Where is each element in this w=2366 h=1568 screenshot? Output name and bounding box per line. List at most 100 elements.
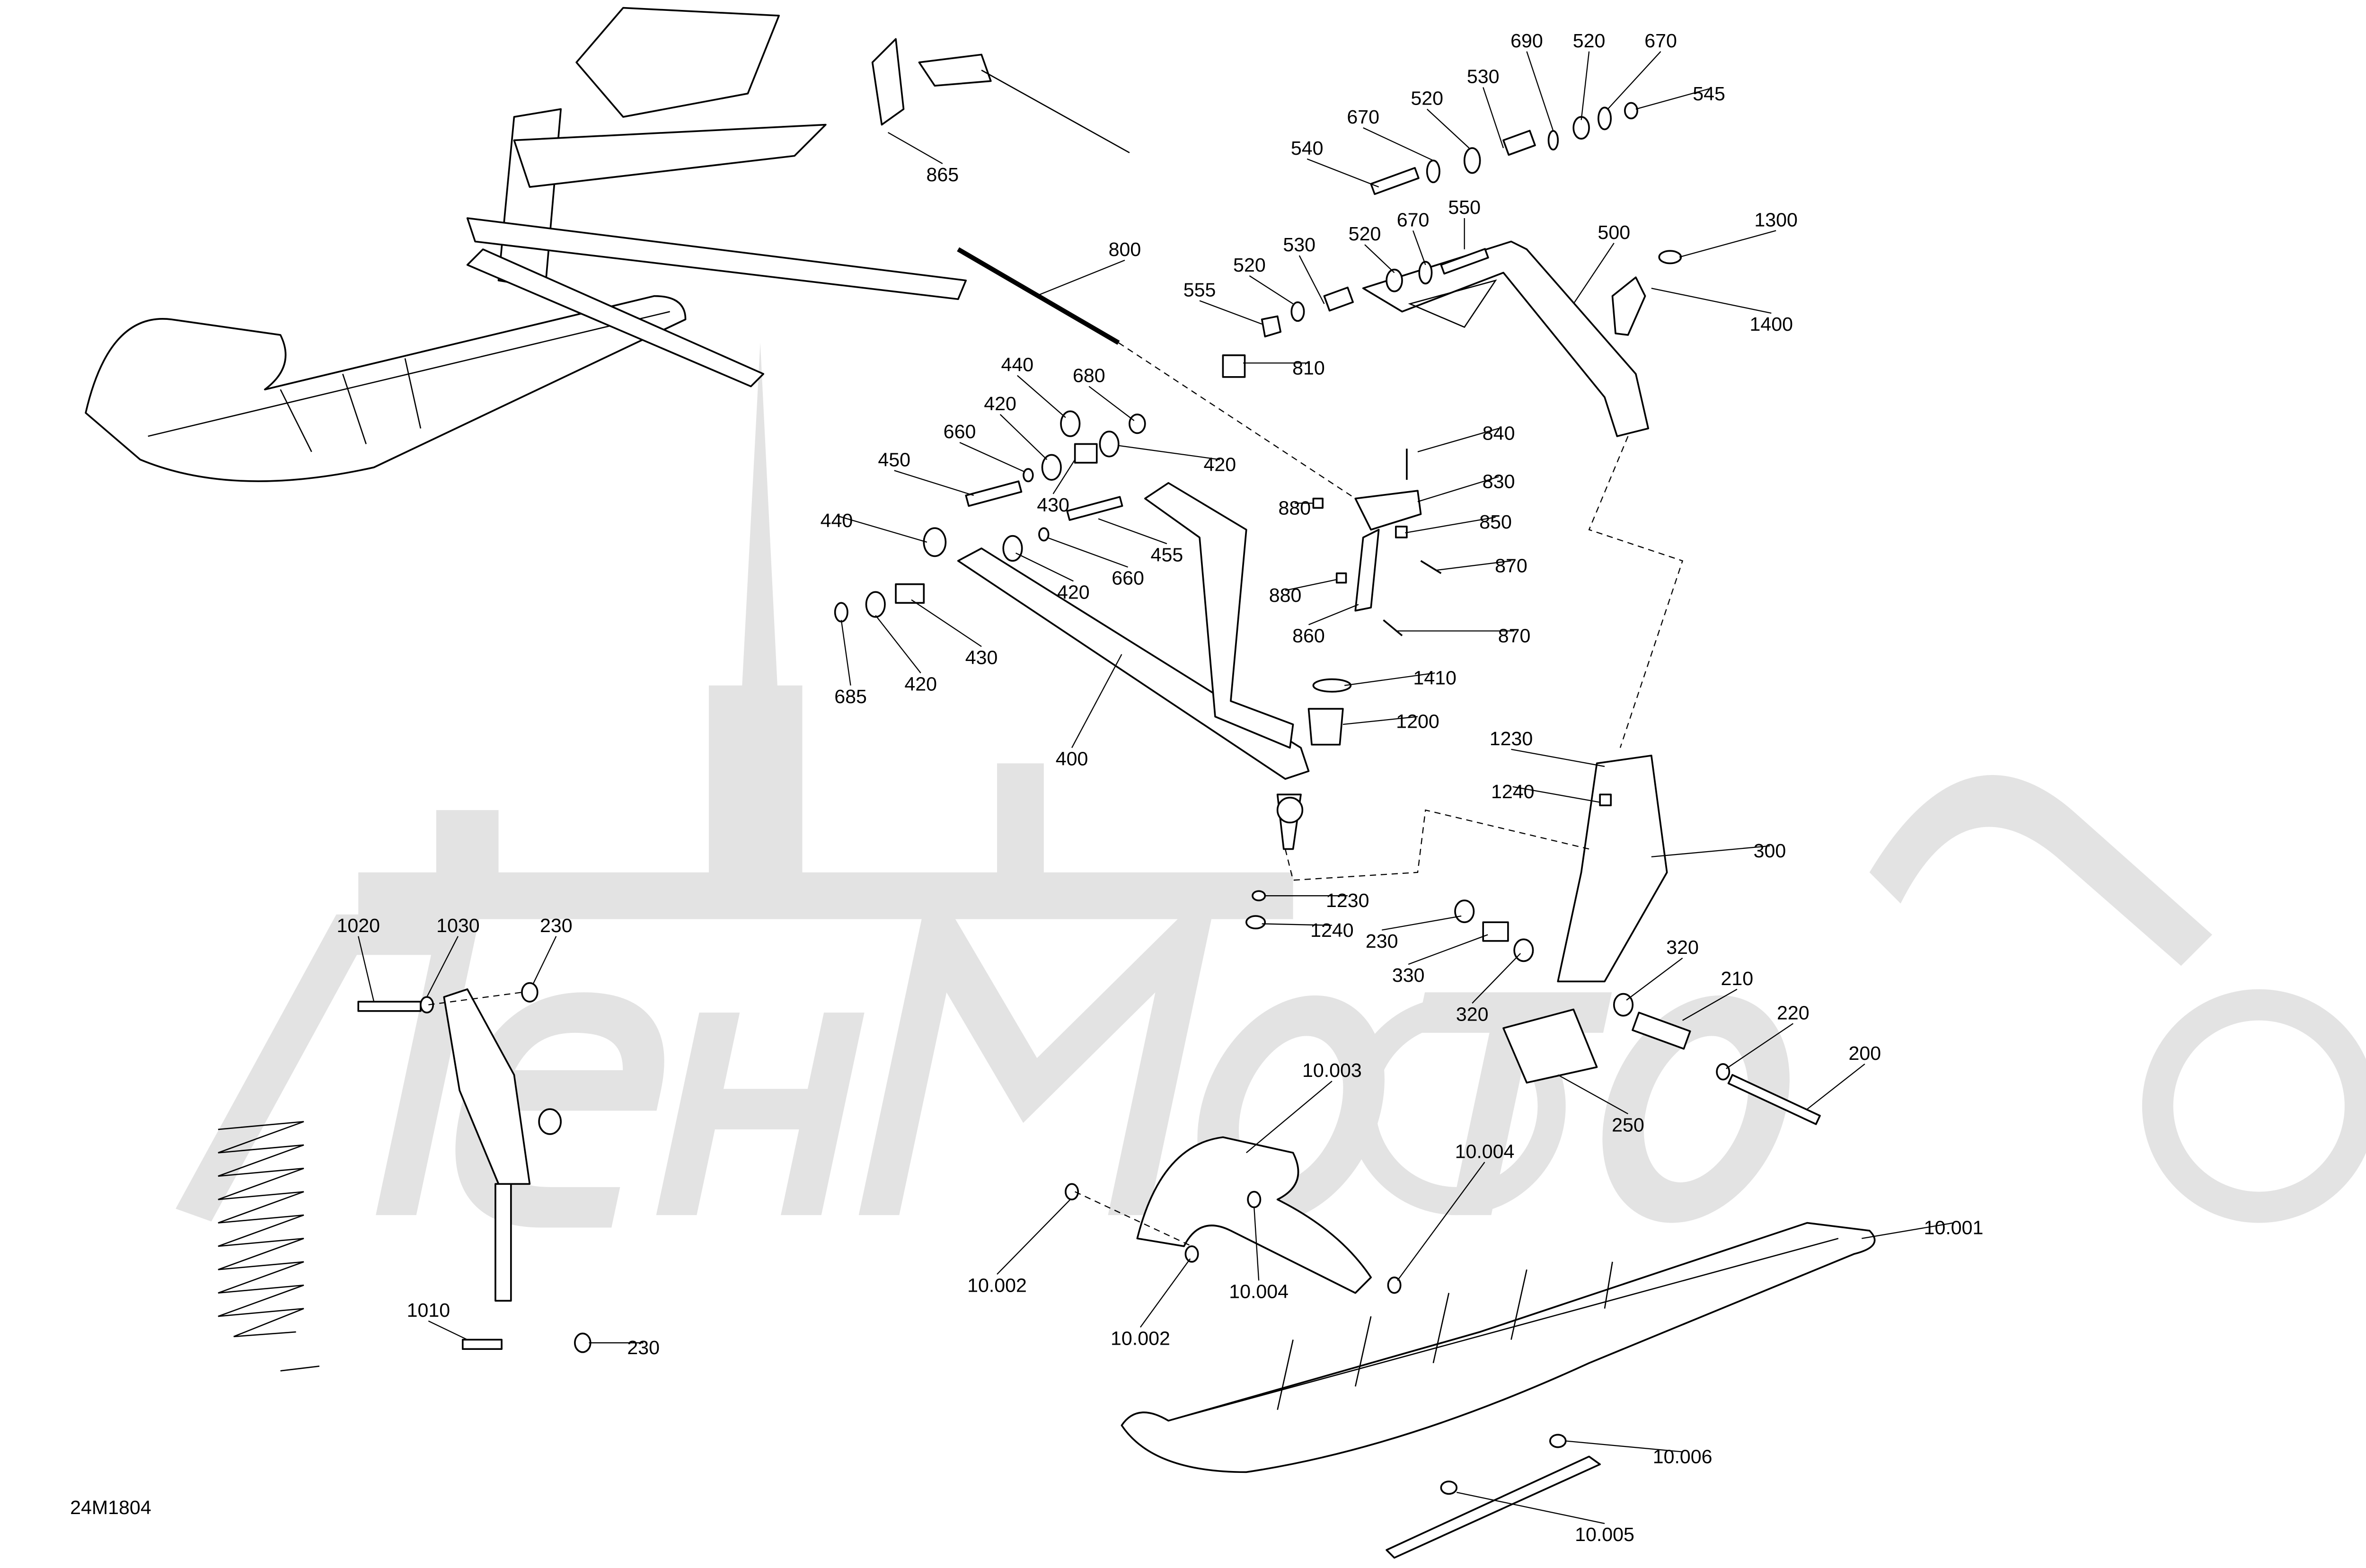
callout-label-300: 300 [1754, 840, 1786, 862]
callout-label-880: 880 [1269, 584, 1302, 606]
sway-bar-rod [957, 247, 1120, 345]
lower-hardware [834, 354, 1442, 746]
callout-label-1400: 1400 [1750, 313, 1793, 335]
watermark-logo [176, 343, 2366, 1228]
callout-label-200: 200 [1849, 1042, 1881, 1064]
callout-label-10-004: 10.004 [1455, 1140, 1515, 1162]
callout-leader-line [358, 936, 375, 1002]
callout-label-430: 430 [1037, 494, 1069, 516]
callout-label-880: 880 [1279, 497, 1311, 519]
callout-leader-line [1307, 158, 1379, 188]
callout-label-1410: 1410 [1413, 667, 1457, 688]
callout-label-680: 680 [1073, 365, 1105, 387]
drawing-code: 24M1804 [70, 1497, 151, 1518]
callout-leader-line [1526, 51, 1554, 132]
callout-label-530: 530 [1467, 66, 1500, 88]
callout-label-660: 660 [944, 421, 976, 442]
callout-leader-line [1071, 654, 1122, 748]
callout-leader-line [1679, 230, 1776, 258]
callout-leader-line [1426, 108, 1470, 149]
callout-label-870: 870 [1495, 555, 1527, 576]
callout-label-1020: 1020 [336, 915, 380, 936]
callout-label-670: 670 [1347, 106, 1379, 128]
callout-leader-line [1052, 459, 1076, 494]
callout-leader-line [1412, 230, 1426, 265]
callout-label-520: 520 [1349, 223, 1381, 245]
callout-label-860: 860 [1292, 625, 1325, 647]
callout-leader-line [532, 936, 557, 985]
callout-label-10-001: 10.001 [1924, 1217, 1984, 1239]
callout-label-230: 230 [1366, 930, 1398, 952]
callout-leader-line [426, 936, 459, 997]
callout-label-10-002: 10.002 [967, 1274, 1027, 1296]
callout-label-230: 230 [627, 1337, 660, 1358]
callout-leader-line [911, 599, 982, 647]
callout-label-1230: 1230 [1326, 890, 1369, 911]
callout-label-1230: 1230 [1490, 728, 1533, 749]
callout-label-420: 420 [984, 393, 1016, 414]
callout-leader-line [1246, 1081, 1333, 1154]
callout-leader-line [1363, 127, 1434, 161]
callout-leader-line [1607, 51, 1661, 110]
callout-label-430: 430 [965, 647, 998, 669]
ski [1121, 1222, 1876, 1559]
callout-leader-line [1015, 552, 1074, 582]
callout-leader-line [997, 1199, 1071, 1275]
callout-label-840: 840 [1483, 423, 1515, 444]
callout-label-420: 420 [1057, 581, 1090, 603]
callout-leader-line [1457, 1491, 1605, 1524]
callout-label-520: 520 [1573, 30, 1606, 52]
callout-leader-line [1047, 537, 1128, 568]
callout-leader-line [1573, 243, 1615, 304]
callout-label-540: 540 [1291, 137, 1324, 159]
callout-label-1240: 1240 [1491, 781, 1535, 802]
callout-leader-line [1626, 957, 1683, 1001]
assembled-ski-assembly [85, 7, 967, 482]
callout-leader-line [1807, 1063, 1865, 1110]
callout-label-400: 400 [1056, 748, 1088, 770]
upper-hardware [1261, 102, 1682, 338]
callout-label-420: 420 [904, 673, 937, 695]
callout-label-670: 670 [1644, 30, 1677, 52]
shock-absorber [218, 982, 592, 1372]
callout-leader-line [1342, 716, 1418, 725]
callout-leader-line [840, 620, 851, 686]
callout-label-1010: 1010 [407, 1299, 450, 1321]
callout-leader-line [1088, 386, 1135, 421]
callout-label-810: 810 [1292, 357, 1325, 379]
callout-leader-line [1140, 1258, 1191, 1328]
callout-leader-line [1417, 476, 1499, 502]
callout-label-685: 685 [834, 686, 867, 707]
callout-label-830: 830 [1483, 471, 1515, 493]
callout-label-545: 545 [1693, 83, 1725, 105]
callout-leader-line [959, 442, 1025, 473]
callout-leader-line [1344, 672, 1435, 686]
callout-label-230: 230 [540, 915, 573, 936]
callout-leader-line [1651, 845, 1770, 858]
callout-label-210: 210 [1721, 968, 1754, 989]
callout-label-670: 670 [1397, 209, 1430, 231]
callout-label-450: 450 [878, 449, 910, 471]
callout-leader-line [1408, 934, 1488, 965]
lower-a-arm [957, 482, 1310, 850]
callout-leader-line [1682, 988, 1738, 1021]
watermark-lettering [176, 877, 1790, 1228]
callout-label-1200: 1200 [1396, 711, 1439, 732]
callout-leader-line [1382, 915, 1462, 931]
callout-leader-line [1254, 1207, 1260, 1281]
callout-leader-line [1511, 749, 1605, 767]
callout-label-690: 690 [1510, 30, 1543, 52]
callout-label-455: 455 [1151, 544, 1183, 565]
callout-label-10-003: 10.003 [1302, 1059, 1362, 1081]
callout-leader-line [1285, 579, 1337, 591]
callout-leader-line [836, 515, 927, 543]
callout-label-10-002: 10.002 [1111, 1327, 1170, 1349]
callout-leader-line [1512, 786, 1600, 803]
callout-label-320: 320 [1666, 936, 1699, 958]
callout-leader-line [428, 1320, 468, 1340]
callout-leader-line [999, 414, 1048, 460]
callout-label-530: 530 [1283, 234, 1315, 255]
callout-leader-line [1483, 87, 1504, 149]
